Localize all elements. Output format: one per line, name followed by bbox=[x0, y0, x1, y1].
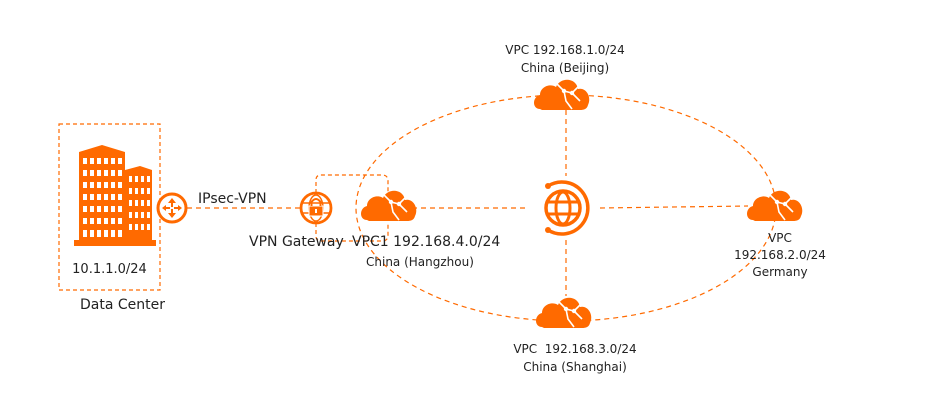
ipsec-vpn-label: IPsec-VPN bbox=[198, 191, 267, 207]
vpc-shanghai-region: China (Shanghai) bbox=[523, 360, 627, 374]
vpn-gateway-label: VPN Gateway bbox=[249, 234, 344, 250]
cen-link-germany bbox=[599, 205, 749, 209]
vpc-germany-region: Germany bbox=[752, 265, 808, 279]
vpc-germany-name-line2: 192.168.2.0/24 bbox=[734, 248, 826, 262]
vpc-beijing-cloud-icon bbox=[533, 78, 591, 111]
router-icon bbox=[156, 192, 188, 224]
globe-cen-icon bbox=[544, 180, 590, 236]
vpn-gateway-lock-globe-icon bbox=[299, 191, 333, 225]
vpc-shanghai-cloud-icon bbox=[535, 296, 593, 329]
vpc-beijing-name: VPC 192.168.1.0/24 bbox=[505, 43, 625, 57]
vpc1-name: VPC1 192.168.4.0/24 bbox=[352, 234, 501, 250]
vpc-germany-cloud-icon bbox=[746, 189, 804, 222]
vpc-germany-name-line1: VPC bbox=[768, 231, 792, 245]
vpc-beijing-region: China (Beijing) bbox=[520, 61, 610, 75]
vpc1-cloud-icon bbox=[360, 189, 418, 222]
gateway-vpc1-connector-top bbox=[315, 174, 389, 193]
vpc1-region: China (Hangzhou) bbox=[366, 255, 474, 269]
data-center-label: Data Center bbox=[80, 297, 165, 313]
gateway-vpc1-connector-bottom bbox=[315, 223, 389, 242]
data-center-cidr: 10.1.1.0/24 bbox=[72, 262, 147, 277]
vpc-shanghai-name: VPC 192.168.3.0/24 bbox=[513, 342, 637, 356]
building-icon bbox=[74, 145, 156, 246]
